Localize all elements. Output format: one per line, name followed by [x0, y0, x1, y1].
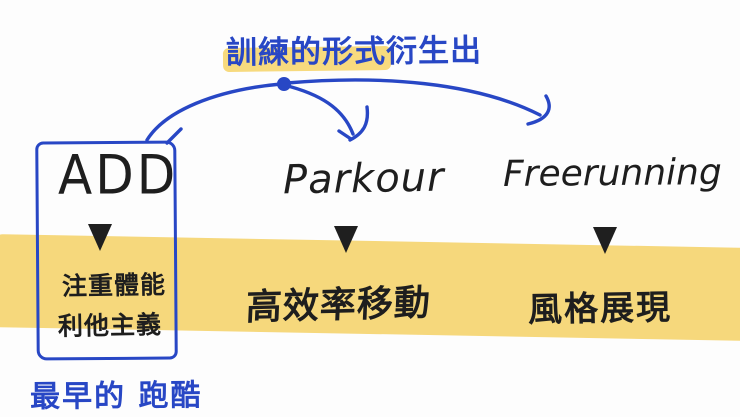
node-label-parkour: Parkour — [282, 154, 445, 204]
add-desc-line1: 注重體能 — [61, 270, 167, 301]
curved-arrow-freerunning — [285, 78, 542, 117]
node-label-add: ADD — [58, 143, 179, 207]
arrowhead-parkour — [348, 105, 370, 142]
down-triangle-icon — [88, 224, 112, 251]
freerunning-desc: 風格展現 — [527, 287, 673, 331]
arrowhead-parkour-barb — [337, 129, 353, 141]
arrow-tail-from-add — [145, 82, 283, 142]
arrowhead-freerunning — [526, 94, 551, 126]
diagram-title: 訓練的形式衍生出 — [225, 32, 483, 72]
footnote-earliest-parkour: 最早的 跑酷 — [29, 378, 203, 415]
down-triangle-icon — [593, 227, 617, 254]
add-desc-line2: 利他主義 — [57, 310, 163, 341]
down-triangle-icon — [334, 226, 358, 253]
node-label-freerunning: Freerunning — [502, 152, 722, 195]
curved-arrow-parkour — [282, 83, 355, 136]
branch-dot-icon — [277, 77, 291, 91]
parkour-desc: 高效率移動 — [244, 282, 432, 329]
